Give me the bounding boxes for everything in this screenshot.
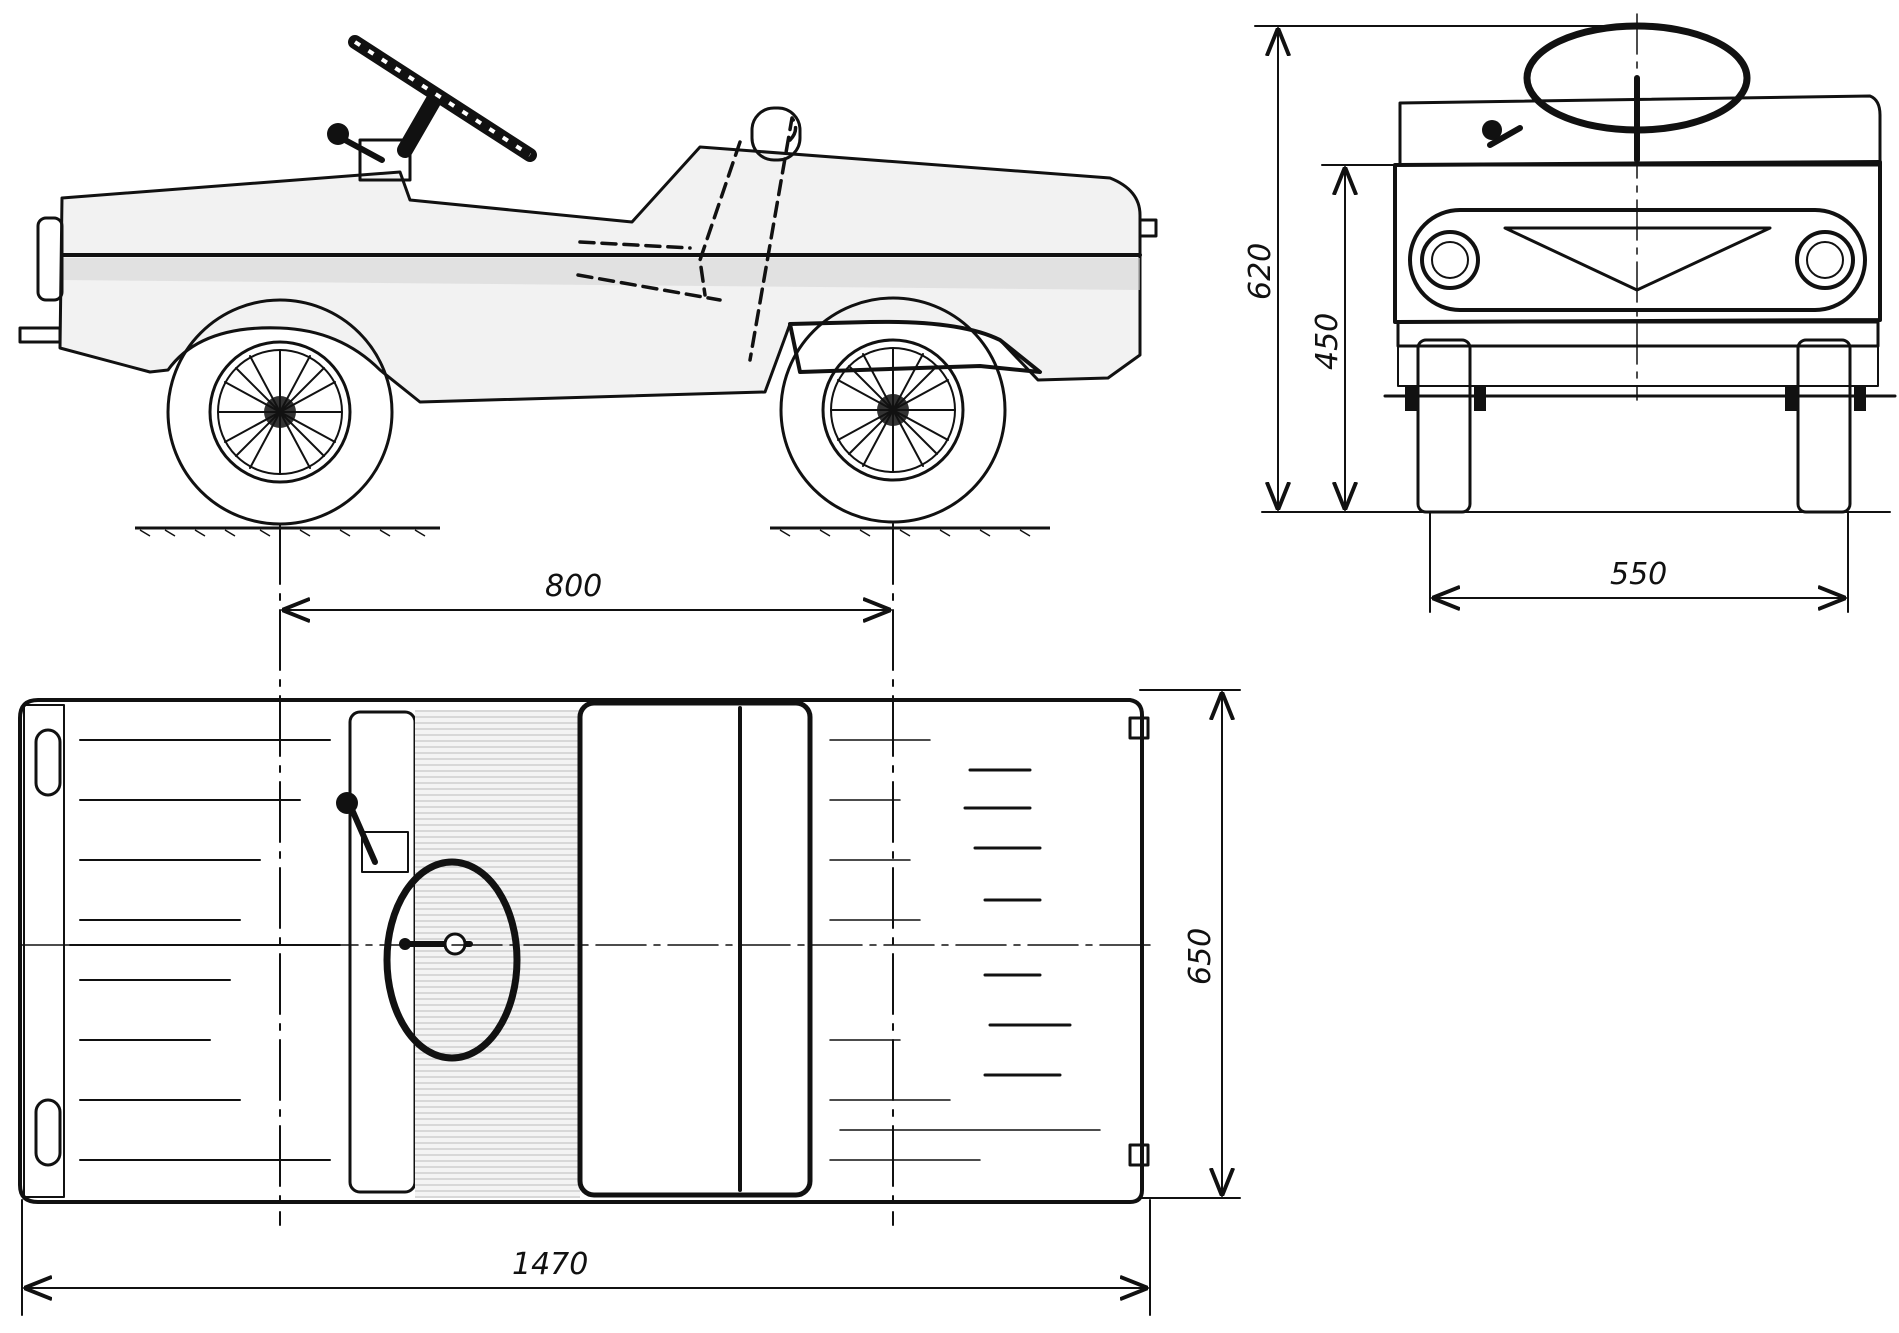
dashboard-panel — [348, 710, 417, 1194]
top-view — [18, 698, 1151, 1204]
steering-wheel-top — [383, 858, 521, 1062]
dimension-overall-height-label: 620 — [1243, 243, 1278, 300]
right-wheel-front — [1796, 338, 1852, 514]
dimension-wheelbase: 800 — [279, 523, 894, 1226]
dimension-overall-length-label: 1470 — [512, 1247, 588, 1282]
rear-bumper — [36, 216, 64, 302]
front-view — [1261, 13, 1897, 514]
dimension-track-label: 550 — [1610, 557, 1667, 592]
front-wheel-side — [779, 296, 1042, 524]
dimension-overall-length: 1470 — [21, 1199, 1151, 1316]
dimension-body-height-label: 450 — [1310, 313, 1345, 370]
dimension-overall-width-label: 650 — [1183, 928, 1218, 985]
dimension-overall-height: 620 — [1243, 25, 1646, 511]
left-headlight-icon — [1420, 230, 1480, 290]
rear-wheel-side — [166, 298, 394, 526]
ground-line — [135, 526, 1050, 537]
right-headlight-icon — [1795, 230, 1855, 290]
seat-top — [577, 700, 813, 1198]
left-wheel-front — [1416, 338, 1472, 514]
dimension-track: 550 — [1429, 511, 1849, 613]
dimension-overall-width: 650 — [1139, 689, 1241, 1199]
side-view — [18, 35, 1158, 537]
front-grille-panel — [1393, 160, 1882, 324]
dimension-wheelbase-label: 800 — [545, 569, 602, 604]
car-body-top — [18, 698, 1144, 1204]
steering-wheel-side — [327, 35, 537, 182]
seat-headrest — [750, 106, 802, 162]
dimension-body-height: 450 — [1310, 164, 1401, 511]
